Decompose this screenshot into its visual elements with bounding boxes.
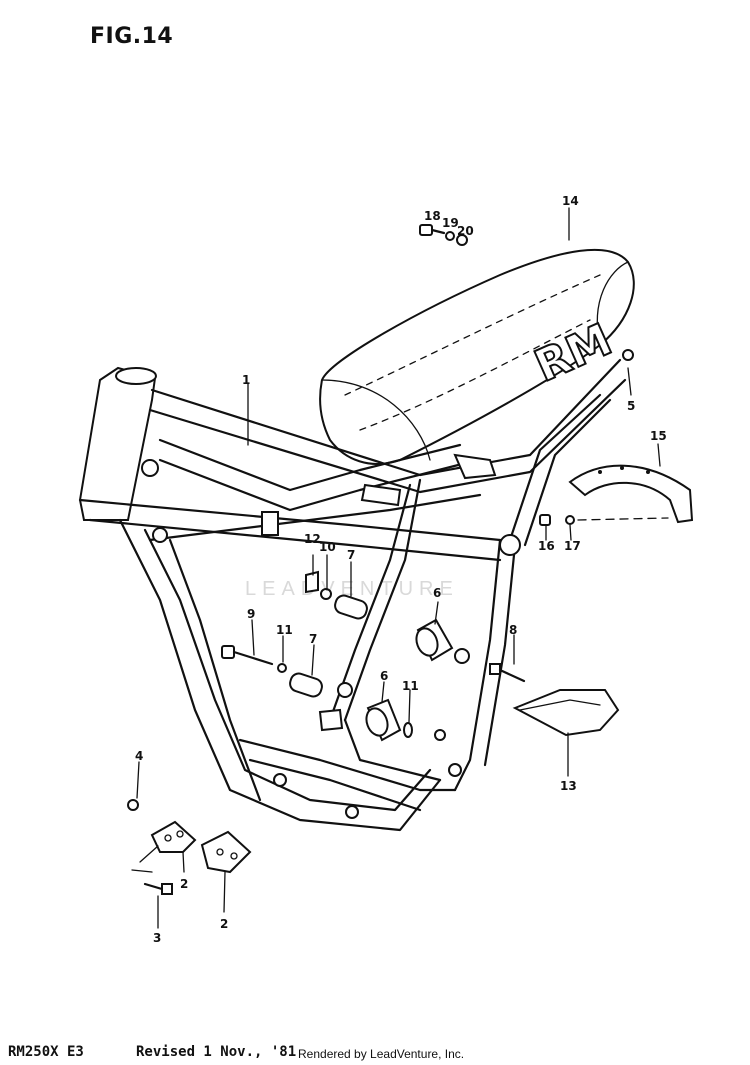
spacer-7b[interactable] <box>288 671 324 698</box>
callout-6a: 6 <box>433 586 441 600</box>
callout-9: 9 <box>247 607 255 621</box>
callout-16: 16 <box>538 539 555 553</box>
callout-7a: 7 <box>347 548 355 562</box>
washer-19[interactable] <box>445 231 455 241</box>
footer-revision: Revised 1 Nov., '81 <box>136 1044 297 1060</box>
bolt-18[interactable] <box>419 224 446 236</box>
callout-7b: 7 <box>309 632 317 646</box>
footer-model: RM250X E3 <box>8 1044 84 1060</box>
rear-bracket[interactable] <box>568 464 694 524</box>
callout-8: 8 <box>509 623 517 637</box>
nut-4[interactable] <box>127 799 139 811</box>
collar[interactable] <box>454 648 470 664</box>
chain-guard[interactable] <box>512 689 620 737</box>
callout-13: 13 <box>560 779 577 793</box>
callout-20: 20 <box>457 224 474 238</box>
engine-plate-2a[interactable] <box>150 820 197 853</box>
bolt-9[interactable] <box>221 645 274 666</box>
callout-17: 17 <box>564 539 581 553</box>
engine-plate-2b[interactable] <box>200 830 252 874</box>
leader-3 <box>131 869 153 873</box>
callout-3: 3 <box>153 931 161 945</box>
washer-11a[interactable] <box>277 663 287 673</box>
figure-title: FIG.14 <box>90 24 174 49</box>
spacer-7a[interactable] <box>333 593 369 620</box>
bolt-3[interactable] <box>143 882 173 895</box>
leader-17 <box>577 517 669 521</box>
callout-2a: 2 <box>180 877 188 891</box>
callout-6b: 6 <box>380 669 388 683</box>
callout-12: 12 <box>304 532 321 546</box>
engine-mount-6a[interactable] <box>413 618 454 662</box>
nut-10[interactable] <box>320 588 332 600</box>
washer-11b[interactable] <box>403 722 413 738</box>
seat[interactable]: RM <box>319 248 635 465</box>
callout-11b: 11 <box>402 679 419 693</box>
callout-4: 4 <box>135 749 143 763</box>
callout-10: 10 <box>319 540 336 554</box>
leader-lines <box>136 207 661 929</box>
engine-mount-6b[interactable] <box>363 698 402 742</box>
callouts: 1 2 2 3 4 5 6 6 7 7 8 9 10 11 11 12 13 1… <box>135 194 667 945</box>
callout-19: 19 <box>442 216 459 230</box>
nut-20[interactable] <box>456 234 468 246</box>
clip-12[interactable] <box>305 570 319 594</box>
callout-5: 5 <box>627 399 635 413</box>
footer-rendered-by: Rendered by LeadVenture, Inc. <box>298 1047 465 1061</box>
bolt-16[interactable] <box>539 514 551 526</box>
bolt-8[interactable] <box>489 663 526 683</box>
callout-18: 18 <box>424 209 441 223</box>
callout-11a: 11 <box>276 623 293 637</box>
watermark: LEADVENTURE <box>245 578 459 600</box>
callout-14: 14 <box>562 194 579 208</box>
callout-15: 15 <box>650 429 667 443</box>
callout-2b: 2 <box>220 917 228 931</box>
callout-1: 1 <box>242 373 250 387</box>
washer-17[interactable] <box>565 515 575 525</box>
leader-2a <box>139 845 159 863</box>
main-frame[interactable] <box>78 358 627 832</box>
nut-5[interactable] <box>622 349 634 361</box>
